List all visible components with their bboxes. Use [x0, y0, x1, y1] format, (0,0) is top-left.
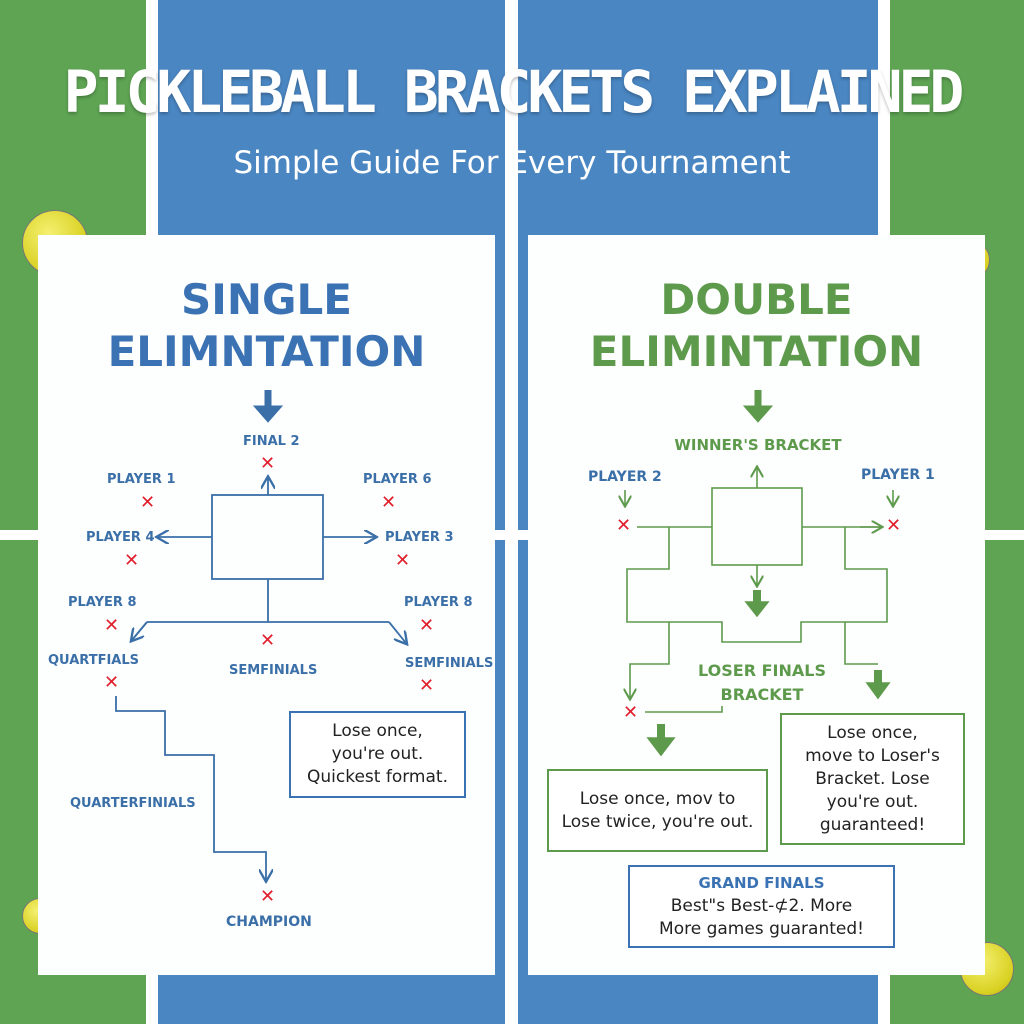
eliminated-mark: ✕ [104, 615, 120, 636]
note-line: Lose once, mov to [579, 788, 736, 809]
eliminated-mark: ✕ [886, 515, 902, 536]
eliminated-mark: ✕ [623, 702, 639, 723]
double-title: DOUBLE ELIMINTATION [528, 274, 985, 378]
page-title: PICKLEBALL BRACKETS EXPLAINED [63, 58, 965, 126]
double-title-line2: ELIMINTATION [589, 327, 924, 376]
label-loser-finals: LOSER FINALS BRACKET [662, 659, 862, 707]
single-title-line2: ELIMNTATION [107, 327, 426, 376]
note-line: Lose once, [332, 721, 423, 741]
label-player-8: PLAYER 8 [68, 595, 137, 610]
eliminated-mark: ✕ [140, 492, 156, 513]
court-line [505, 0, 518, 1024]
label-player-8: PLAYER 8 [404, 595, 473, 610]
eliminated-mark: ✕ [419, 675, 435, 696]
court-line [0, 530, 1024, 540]
loser-line2: BRACKET [720, 685, 804, 704]
eliminated-mark: ✕ [104, 672, 120, 693]
label-champion: CHAMPION [226, 914, 312, 930]
label-player-2: PLAYER 2 [588, 469, 662, 485]
label-semifinals: SEMFINIALS [405, 656, 494, 671]
label-quarterfinals: QUARTFIALS [48, 653, 139, 668]
eliminated-mark: ✕ [260, 630, 276, 651]
label-player-1: PLAYER 1 [861, 467, 935, 483]
double-title-line1: DOUBLE [660, 275, 853, 324]
label-winners-bracket: WINNER'S BRACKET [674, 436, 842, 454]
label-player-3: PLAYER 3 [385, 530, 454, 545]
label-quarterfinals-2: QUARTERFINIALS [70, 796, 196, 811]
double-note-left-box: Lose once, mov to Lose twice, you're out… [547, 769, 768, 852]
single-title: SINGLE ELIMNTATION [38, 274, 495, 378]
eliminated-mark: ✕ [124, 550, 140, 571]
note-line: guaranteed! [819, 814, 926, 835]
note-line: you're out. [331, 744, 424, 764]
eliminated-mark: ✕ [395, 550, 411, 571]
note-line: Best"s Best-⊄2. More [670, 896, 853, 916]
label-player-4: PLAYER 4 [86, 530, 155, 545]
note-line: Bracket. Lose [815, 768, 930, 789]
note-line: Lose twice, you're out. [561, 811, 754, 832]
grand-finals-title: GRAND FINALS [698, 874, 825, 892]
single-title-line1: SINGLE [181, 275, 352, 324]
page-subtitle: Simple Guide For Every Tournament [233, 145, 791, 181]
eliminated-mark: ✕ [260, 453, 276, 474]
grand-finals-box: GRAND FINALS Best"s Best-⊄2. More More g… [628, 865, 895, 948]
note-line: Lose once, [827, 722, 918, 743]
label-player-6: PLAYER 6 [363, 472, 432, 487]
note-line: More games guaranted! [659, 919, 864, 939]
label-semifinals: SEMFINIALS [229, 663, 318, 678]
double-note-right-box: Lose once, move to Loser's Bracket. Lose… [780, 713, 965, 845]
eliminated-mark: ✕ [381, 492, 397, 513]
note-line: Quickest format. [307, 767, 448, 787]
loser-line1: LOSER FINALS [698, 661, 826, 680]
single-note-box: Lose once, you're out. Quickest format. [289, 711, 466, 798]
label-final: FINAL 2 [243, 434, 300, 449]
note-line: you're out. [826, 791, 919, 812]
label-player-1: PLAYER 1 [107, 472, 176, 487]
eliminated-mark: ✕ [616, 515, 632, 536]
note-line: move to Loser's [805, 745, 940, 766]
eliminated-mark: ✕ [419, 615, 435, 636]
eliminated-mark: ✕ [260, 886, 276, 907]
